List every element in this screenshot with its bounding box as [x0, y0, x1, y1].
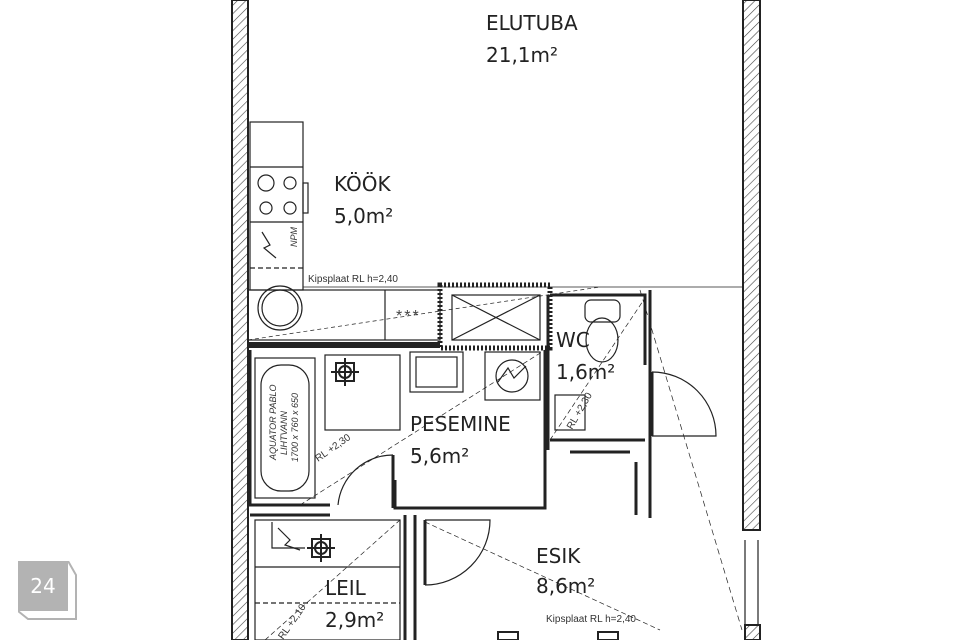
- bathtub-label-1: AQUATOR PABLO: [268, 384, 278, 461]
- floor-drain-icon: [331, 358, 359, 386]
- wc-sink: [554, 394, 586, 431]
- bathtub-label-3: 1700 x 760 x 650: [290, 393, 300, 462]
- badge-fold-icon: [18, 561, 77, 620]
- wc-walls: [550, 293, 647, 442]
- page-number-badge: 24: [18, 561, 78, 621]
- room-area-kook: 5,0m²: [334, 204, 393, 228]
- room-name-kook: KÖÖK: [334, 172, 392, 196]
- kipsplaat-note-kitchen: Kipsplaat RL h=2,40: [308, 274, 398, 285]
- room-area-esik: 8,6m²: [536, 574, 595, 598]
- kipsplaat-note-esik: Kipsplaat RL h=2,40: [546, 614, 636, 625]
- room-name-wc: WC: [556, 328, 590, 352]
- toilet: [584, 299, 621, 363]
- bathtub-label-2: LIHTVANN: [279, 410, 289, 455]
- sauna-benches: [254, 519, 401, 640]
- room-area-elutuba: 21,1m²: [486, 43, 558, 67]
- npm-label: NPM: [289, 226, 299, 247]
- washbasin: [409, 351, 464, 393]
- kitchen-counter: [249, 121, 309, 291]
- bathtub: [254, 357, 316, 499]
- ventilation-shaft: [437, 282, 553, 351]
- bathroom-walls: [248, 295, 550, 510]
- room-area-leil: 2,9m²: [325, 608, 384, 632]
- room-area-wc: 1,6m²: [556, 360, 615, 384]
- room-name-pesemine: PESEMINE: [410, 412, 511, 436]
- page-number: 24: [18, 561, 68, 611]
- sauna-heater-icon: [307, 534, 335, 562]
- room-name-esik: ESIK: [536, 544, 581, 568]
- entrance-door[interactable]: [424, 519, 491, 586]
- shower-area: [324, 354, 401, 431]
- right-wall-lower: [744, 624, 761, 640]
- wc-door[interactable]: [651, 371, 717, 437]
- ceiling-height-pesemine: RL +2,30: [313, 432, 353, 464]
- bathroom-door[interactable]: [337, 454, 394, 506]
- ceiling-height-leil: RL +2,10: [276, 602, 308, 640]
- right-exterior-wall: [742, 0, 761, 531]
- washing-machine: [484, 351, 541, 401]
- room-name-leil: LEIL: [325, 576, 367, 600]
- left-exterior-wall: [231, 0, 249, 640]
- hall-walls: [250, 290, 652, 640]
- room-name-elutuba: ELUTUBA: [486, 11, 578, 35]
- asterisks-mark: ***: [396, 308, 421, 325]
- room-area-pesemine: 5,6m²: [410, 444, 469, 468]
